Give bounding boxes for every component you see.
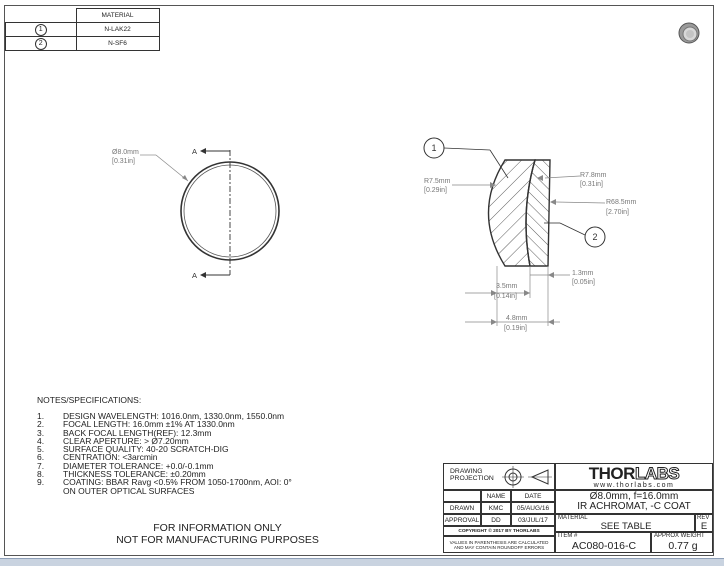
logo-cell: THORLABS www.thorlabs.com <box>555 463 713 490</box>
thickness3-in-label: [0.19in] <box>504 325 527 332</box>
disclaimer-note: FOR INFORMATION ONLY NOT FOR MANUFACTURI… <box>116 522 319 546</box>
rev-label: REV <box>697 515 710 521</box>
thickness2-mm-label: 3.5mm <box>496 283 518 290</box>
radius3-in-label: [2.70in] <box>606 209 629 216</box>
section-label-top: A <box>192 147 197 156</box>
approval-label: APPROVAL <box>443 514 481 526</box>
list-item: 7.DIAMETER TOLERANCE: +0.0/-0.1mm <box>37 460 214 471</box>
weight-label: APPROX WEIGHT <box>654 533 705 539</box>
balloon-2: 2 <box>592 232 597 242</box>
projection-cell: DRAWING PROJECTION <box>443 463 555 490</box>
notes-title: NOTES/SPECIFICATIONS: <box>37 395 142 405</box>
diameter-mm-label: Ø8.0mm <box>112 149 139 156</box>
radius3-mm-label: R68.5mm <box>606 199 637 206</box>
window-bottom-bar <box>0 558 724 566</box>
radius2-mm-label: R7.8mm <box>580 172 607 179</box>
diameter-in-label: [0.31in] <box>112 158 135 165</box>
item-value: AC080-016-C <box>571 540 637 552</box>
title-block: DRAWING PROJECTION THORLABS www.thorlabs… <box>443 463 713 553</box>
item-balloon: 2 <box>34 37 47 50</box>
list-item: 5.SURFACE QUALITY: 40-20 SCRATCH-DIG <box>37 444 229 455</box>
rev-value: E <box>700 521 708 532</box>
drawn-name: KMC <box>481 502 511 514</box>
material-table: MATERIAL 1 N-LAK22 2 N-SF6 <box>5 8 160 51</box>
section-view: 1 2 R7.5mm [0.29in] R7.8mm [0.31in] R68.… <box>423 137 637 332</box>
approval-date: 03/JUL/17 <box>511 514 555 526</box>
item-cell: ITEM # AC080-016-C <box>555 532 651 553</box>
material-cell: MATERIAL SEE TABLE <box>555 514 695 532</box>
material-label: MATERIAL <box>558 515 588 521</box>
list-item: 3.BACK FOCAL LENGTH(REF): 12.3mm <box>37 427 212 438</box>
weight-value: 0.77 g <box>668 540 698 552</box>
description-line1: Ø8.0mm, f=16.0mm <box>589 491 679 502</box>
list-item: 2.FOCAL LENGTH: 16.0mm ±1% AT 1330.0nm <box>37 419 235 430</box>
item-label: ITEM # <box>558 533 578 539</box>
date-header: DATE <box>511 490 555 502</box>
approval-name: DD <box>481 514 511 526</box>
item-balloon: 1 <box>34 23 47 36</box>
description-cell: Ø8.0mm, f=16.0mm IR ACHROMAT, -C COAT <box>555 490 713 514</box>
radius2-in-label: [0.31in] <box>580 181 603 188</box>
material-cell: N-SF6 <box>75 36 160 51</box>
lens-thumbnail-icon <box>678 22 700 44</box>
copyright-label: COPYRIGHT © 2017 BY THORLABS <box>443 526 555 536</box>
thickness1-mm-label: 1.3mm <box>572 270 594 277</box>
balloon-1: 1 <box>431 143 436 153</box>
list-item: 4.CLEAR APERTURE: > Ø7.20mm <box>37 435 189 446</box>
table-row: 2 N-SF6 <box>5 36 160 51</box>
table-row: 1 N-LAK22 <box>5 22 160 37</box>
section-label-bottom: A <box>192 271 197 280</box>
disclaimer-label: VALUES IN PARENTHESIS ARE CALCULATED AND… <box>443 536 555 553</box>
thickness2-in-label: [0.14in] <box>494 293 517 300</box>
projection-symbol-icon <box>502 466 552 488</box>
list-item: 8.THICKNESS TOLERANCE: ±0.20mm <box>37 469 206 480</box>
drawn-date: 05/AUG/16 <box>511 502 555 514</box>
list-item: 9.COATING: BBAR Ravg <0.5% FROM 1050-170… <box>37 477 292 488</box>
list-item: 6.CENTRATION: <3arcmin <box>37 452 158 463</box>
notes-list: 1.DESIGN WAVELENGTH: 1016.0nm, 1330.0nm,… <box>37 412 292 495</box>
list-item: ON OUTER OPTICAL SURFACES <box>63 485 195 496</box>
projection-label: DRAWING PROJECTION <box>450 468 494 482</box>
thickness3-mm-label: 4.8mm <box>506 315 528 322</box>
name-header: NAME <box>481 490 511 502</box>
weight-cell: APPROX WEIGHT 0.77 g <box>651 532 713 553</box>
material-value: SEE TABLE <box>600 521 652 532</box>
material-header: MATERIAL <box>75 8 160 23</box>
radius1-in-label: [0.29in] <box>424 187 447 194</box>
thorlabs-logo: THORLABS <box>588 463 680 483</box>
drawn-label: DRAWN <box>443 502 481 514</box>
list-item: 1.DESIGN WAVELENGTH: 1016.0nm, 1330.0nm,… <box>37 411 285 421</box>
thickness1-in-label: [0.05in] <box>572 279 595 286</box>
rev-cell: REV E <box>695 514 713 532</box>
front-view: A A Ø8.0mm [0.31in] <box>112 147 280 280</box>
description-line2: IR ACHROMAT, -C COAT <box>577 501 691 512</box>
website-label: www.thorlabs.com <box>593 481 675 489</box>
material-cell: N-LAK22 <box>75 22 160 37</box>
radius1-mm-label: R7.5mm <box>424 178 451 185</box>
